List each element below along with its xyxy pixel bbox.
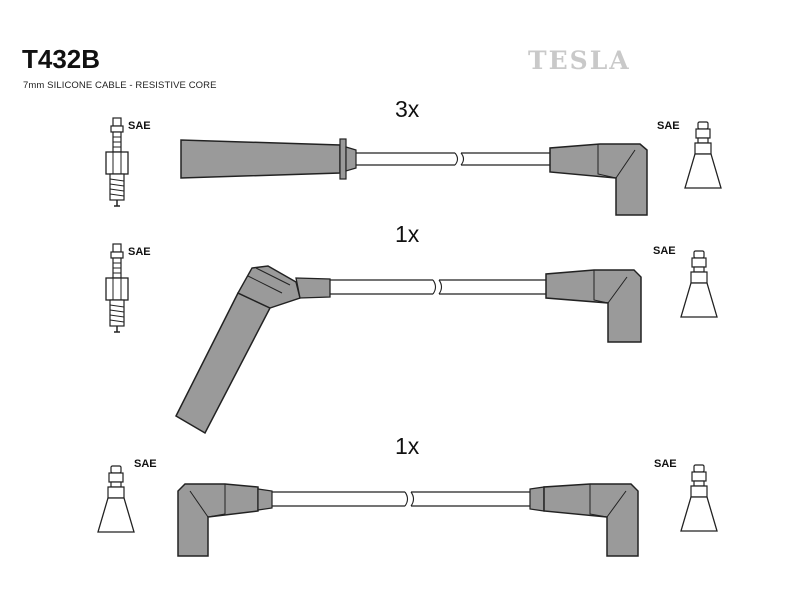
set-1-angled-boot — [549, 143, 648, 216]
set-2-cable — [330, 279, 433, 295]
set-1-quantity: 3x — [395, 96, 420, 122]
set-2-right-connector-label: SAE — [653, 245, 676, 257]
brand-logo: TESLA — [528, 46, 631, 75]
set-2-lead — [105, 243, 718, 435]
set-3-left-connector-label: SAE — [134, 458, 157, 470]
set-1-left-connector-label: SAE — [128, 120, 151, 132]
set-3-right-terminal-icon — [680, 464, 718, 532]
set-1-cable-break — [454, 152, 465, 166]
set-3-cable — [272, 491, 405, 507]
set-2-left-connector-label: SAE — [128, 246, 151, 258]
part-number: T432B — [22, 44, 101, 74]
set-1-left-spark-plug-icon — [105, 117, 129, 207]
set-1-cable — [356, 152, 455, 166]
set-1-lead — [105, 117, 722, 216]
set-3-right-connector-label: SAE — [654, 458, 677, 470]
set-3-lead — [97, 464, 718, 557]
set-1-straight-boot — [180, 139, 341, 179]
set-2-quantity: 1x — [395, 221, 420, 247]
set-3-cable-break — [404, 491, 415, 507]
cable-description: 7mm SILICONE CABLE - RESISTIVE CORE — [23, 80, 217, 91]
set-2-right-terminal-icon — [680, 250, 718, 318]
set-2-left-spark-plug-icon — [105, 243, 129, 333]
set-2-cable-break — [432, 279, 443, 295]
set-3-right-angled-boot — [543, 483, 639, 557]
set-2-angled-boot — [545, 269, 642, 343]
set-1-right-connector-label: SAE — [657, 120, 680, 132]
set-3-left-angled-boot — [177, 483, 259, 557]
set-1-boot-tip — [345, 146, 357, 172]
set-1-right-terminal-icon — [684, 121, 722, 189]
set-3-quantity: 1x — [395, 433, 420, 459]
set-2-diagonal-boot — [175, 292, 272, 435]
set-3-left-terminal-icon — [97, 465, 135, 533]
set-1-boot-collar — [339, 138, 347, 180]
